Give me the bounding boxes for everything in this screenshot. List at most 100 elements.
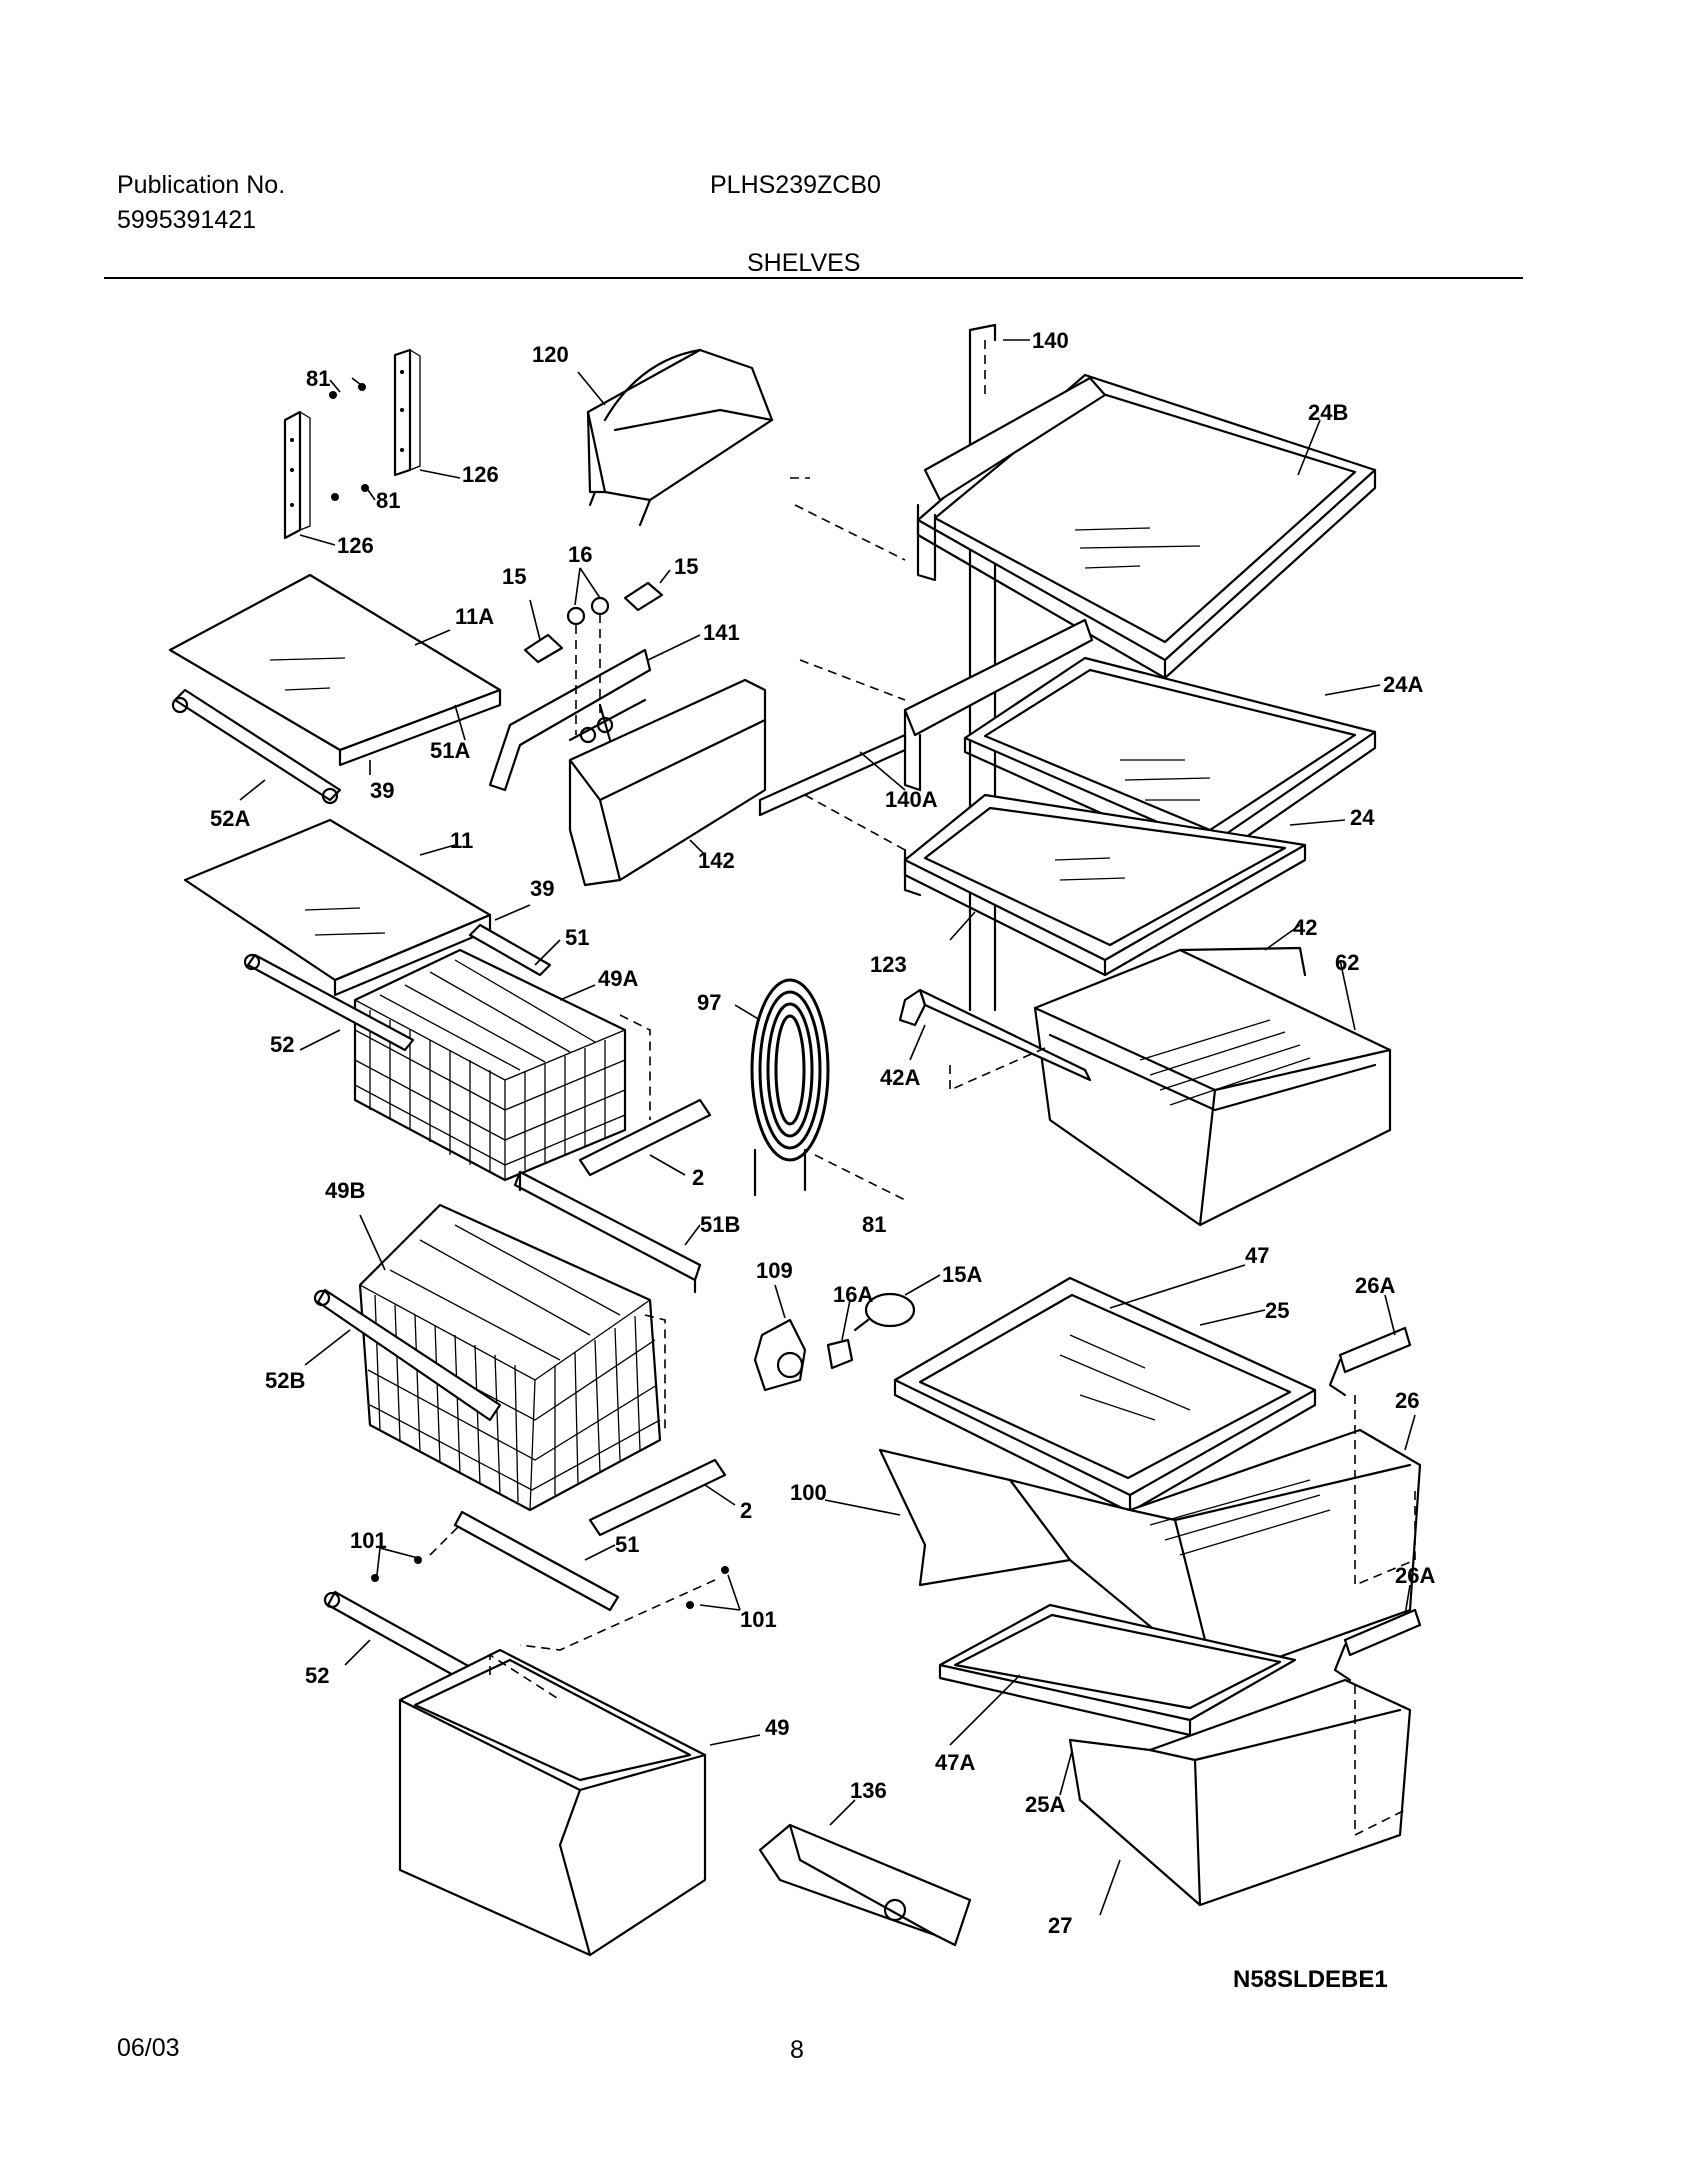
- drawer-27: [1068, 1678, 1412, 1907]
- callout-123: 123: [870, 952, 907, 977]
- callout-51a: 51A: [430, 738, 470, 763]
- callout-16a: 16A: [833, 1282, 873, 1307]
- lid-11: [183, 818, 492, 997]
- callout-101: 101: [740, 1607, 777, 1632]
- callout-15: 15: [674, 554, 698, 579]
- bulb-15: [523, 581, 664, 664]
- rail-51b: [513, 1170, 702, 1294]
- frame-42: [898, 946, 1307, 1082]
- cover-136: [758, 1823, 972, 1947]
- bracket-126-front: [283, 410, 311, 540]
- bracket-126-rear: [393, 348, 421, 477]
- callout-26a: 26A: [1355, 1273, 1395, 1298]
- callout-labels: 81 126 81 126 120 140 24B 15 16 15 141 1…: [210, 328, 1435, 1993]
- callout-24b: 24B: [1308, 400, 1348, 425]
- callout-81: 81: [862, 1212, 886, 1237]
- callout-100: 100: [790, 1480, 827, 1505]
- callout-142: 142: [698, 848, 735, 873]
- rail-52a: [171, 688, 342, 805]
- callout-11: 11: [450, 828, 473, 853]
- callout-52: 52: [305, 1663, 329, 1688]
- callout-141: 141: [703, 620, 740, 645]
- callout-140a: 140A: [885, 787, 938, 812]
- panel-100: [878, 1448, 1072, 1587]
- shelf-24b: [916, 373, 1377, 680]
- rail-51: [468, 923, 552, 977]
- bin-49: [398, 1648, 707, 1957]
- callout-62: 62: [1335, 950, 1359, 975]
- rail-52: [243, 953, 415, 1052]
- strip-2-lower: [588, 1458, 727, 1537]
- drawer-62: [1033, 948, 1392, 1227]
- callout-109: 109: [756, 1258, 793, 1283]
- callout-42: 42: [1293, 915, 1317, 940]
- callout-136: 136: [850, 1778, 887, 1803]
- callout-52b: 52B: [265, 1368, 305, 1393]
- section-title: SHELVES: [747, 249, 861, 277]
- callout-81: 81: [306, 366, 330, 391]
- footer-date: 06/03: [117, 2034, 180, 2062]
- housing-109: [753, 1318, 807, 1392]
- shelf-25a: [938, 1603, 1297, 1737]
- drawing-code: N58SLDEBE1: [1233, 1966, 1388, 1993]
- shelf-25: [893, 1276, 1317, 1514]
- socket-16: [566, 596, 610, 626]
- bracket-141: [488, 648, 652, 792]
- shelf-24a: [903, 618, 1377, 864]
- basket-49a: [353, 948, 627, 1182]
- slide-26a-lower: [1333, 1608, 1422, 1682]
- strip-2: [578, 1098, 712, 1177]
- callout-16: 16: [568, 542, 592, 567]
- callout-120: 120: [532, 342, 569, 367]
- callout-26: 26: [1395, 1388, 1419, 1413]
- callout-126: 126: [337, 533, 374, 558]
- lid-11a: [168, 573, 502, 767]
- callout-42a: 42A: [880, 1065, 920, 1090]
- bulb-15a: [853, 1292, 916, 1332]
- tubing-97: [750, 978, 830, 1197]
- callout-97: 97: [697, 990, 721, 1015]
- screw-101: [371, 1556, 729, 1609]
- socket-16a: [826, 1338, 854, 1370]
- callout-11a: 11A: [455, 604, 494, 629]
- callout-51b: 51B: [700, 1212, 740, 1237]
- callout-51: 51: [565, 925, 589, 950]
- rail-51-lower: [453, 1510, 620, 1612]
- callout-101: 101: [350, 1528, 387, 1553]
- header-rule: [104, 277, 1523, 279]
- callout-47a: 47A: [935, 1750, 975, 1775]
- callout-27: 27: [1048, 1913, 1072, 1938]
- model-number: PLHS239ZCB0: [710, 171, 881, 199]
- callout-25: 25: [1265, 1298, 1289, 1323]
- cover-142: [568, 678, 767, 887]
- slide-26a-upper: [1328, 1326, 1412, 1397]
- publication-number: 5995391421: [117, 206, 257, 234]
- footer-page-number: 8: [790, 2036, 804, 2064]
- callout-2: 2: [740, 1498, 752, 1523]
- strip-140a: [758, 733, 907, 817]
- rail-52b: [313, 1288, 502, 1422]
- publication-label: Publication No.: [117, 171, 286, 199]
- callout-49b: 49B: [325, 1178, 365, 1203]
- callout-24: 24: [1350, 805, 1375, 830]
- screw-81: [329, 383, 369, 501]
- callout-39: 39: [530, 876, 554, 901]
- callout-26a: 26A: [1395, 1563, 1435, 1588]
- callout-39: 39: [370, 778, 394, 803]
- callout-52: 52: [270, 1032, 294, 1057]
- callout-24a: 24A: [1383, 672, 1423, 697]
- callout-51: 51: [615, 1532, 639, 1557]
- callout-25a: 25A: [1025, 1792, 1065, 1817]
- callout-140: 140: [1032, 328, 1069, 353]
- callout-15: 15: [502, 564, 526, 589]
- callout-15a: 15A: [942, 1262, 982, 1287]
- callout-52a: 52A: [210, 806, 250, 831]
- callout-81: 81: [376, 488, 400, 513]
- bin-120: [586, 348, 774, 527]
- callout-126: 126: [462, 462, 499, 487]
- callout-2: 2: [692, 1165, 704, 1190]
- basket-49b: [358, 1203, 662, 1512]
- shelf-24: [903, 793, 1307, 977]
- callout-47: 47: [1245, 1243, 1269, 1268]
